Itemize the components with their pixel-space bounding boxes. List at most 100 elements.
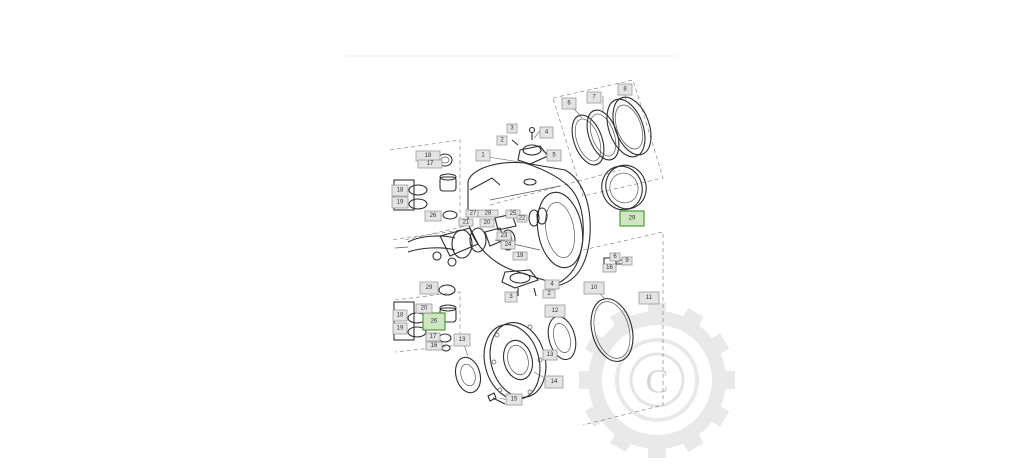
callout-number: 12: [552, 308, 559, 314]
callout-number: 2: [547, 291, 551, 297]
callout-number: 18: [425, 153, 432, 159]
callout-box: [583, 281, 605, 295]
callout-number: 11: [646, 295, 653, 301]
callout-box: [417, 159, 443, 169]
callout-box: [425, 332, 441, 342]
hub-flange: [483, 322, 547, 400]
part-callout-21: 21: [458, 218, 474, 227]
callout-box: [500, 240, 516, 250]
callout-number: 24: [505, 242, 512, 248]
callout-box: [506, 123, 518, 134]
universal-joint-shaft: [394, 227, 505, 267]
callout-box: [619, 210, 645, 227]
part-callout-29: 29: [419, 281, 439, 295]
part-callout-19: 19: [392, 322, 408, 335]
callout-box: [539, 126, 554, 139]
callout-number: 26: [431, 319, 438, 325]
hub-bolt: [487, 392, 506, 405]
part-callout-16: 16: [425, 341, 443, 351]
part-callout-3: 3: [506, 123, 518, 134]
callout-number: 9: [625, 258, 629, 264]
callout-box: [561, 97, 577, 110]
callout-number: 8: [623, 87, 627, 93]
callout-number: 23: [501, 233, 508, 239]
part-callout-7: 7: [586, 91, 602, 104]
callout-number: 27: [470, 211, 477, 217]
part-callout-16: 16: [602, 263, 617, 273]
part-callout-29: 29: [619, 210, 645, 227]
callout-box: [415, 303, 433, 314]
part-callout-8: 8: [617, 83, 633, 96]
callout-number: 16: [431, 343, 438, 349]
callout-number: 29: [629, 216, 636, 222]
callout-number: 10: [591, 285, 598, 291]
callout-number: 21: [463, 220, 470, 226]
callout-box: [479, 218, 495, 228]
callout-box: [496, 231, 512, 241]
callout-number: 28: [485, 211, 492, 217]
callout-box: [505, 393, 523, 406]
o-ring: [590, 298, 634, 362]
callout-number: 18: [397, 313, 404, 319]
callout-number: 7: [592, 95, 596, 101]
callout-number: 4: [550, 282, 554, 288]
callout-box: [602, 263, 617, 273]
callout-number: 26: [430, 213, 437, 219]
part-callout-13: 13: [453, 333, 471, 347]
callout-box: [512, 251, 528, 261]
callout-box: [638, 291, 660, 305]
callout-box: [505, 209, 521, 219]
callout-box: [458, 218, 474, 227]
part-callout-20: 20: [479, 218, 495, 228]
callout-box: [609, 252, 621, 262]
part-callout-10: 10: [583, 281, 605, 295]
part-callout-23: 23: [496, 231, 512, 241]
callout-box: [496, 135, 508, 146]
callout-box: [391, 196, 409, 209]
upper-bearing-stack: [408, 153, 458, 220]
callout-number: 2: [500, 138, 504, 144]
callout-number: 17: [427, 161, 434, 167]
callout-number: 17: [430, 334, 437, 340]
callout-box: [392, 309, 408, 322]
callout-box: [544, 279, 560, 290]
part-callout-4: 4: [544, 279, 560, 290]
watermark-letter: C: [646, 364, 669, 401]
part-callout-19: 19: [512, 251, 528, 261]
callout-box: [453, 333, 471, 347]
callout-number: 19: [397, 200, 404, 206]
callout-number: 29: [426, 285, 433, 291]
callout-box: [392, 322, 408, 335]
callout-number: 15: [511, 397, 518, 403]
part-callout-18: 18: [392, 309, 408, 322]
callout-box: [544, 304, 566, 318]
callout-box: [617, 83, 633, 96]
part-callout-5: 5: [546, 149, 562, 162]
upper-king-pin: [511, 126, 549, 165]
part-callout-26: 26: [422, 312, 446, 331]
callout-box: [424, 210, 442, 222]
callout-box: [546, 149, 562, 162]
part-callout-13: 13: [542, 349, 558, 361]
seal-ring-set: [571, 96, 652, 166]
part-callout-9: 9: [621, 256, 633, 266]
part-callout-26: 26: [424, 210, 442, 222]
watermark-gear-logo: C: [579, 302, 735, 458]
callout-box: [542, 289, 556, 299]
callout-box: [425, 341, 443, 351]
shaft-seal: [601, 164, 647, 211]
callout-number: 19: [517, 253, 524, 259]
part-callout-14: 14: [544, 375, 564, 389]
callout-box: [477, 209, 499, 218]
callout-number: 5: [552, 153, 556, 159]
callout-box: [422, 312, 446, 331]
part-callout-6: 6: [561, 97, 577, 110]
part-callout-1: 1: [475, 149, 491, 162]
dashed-frames: [389, 79, 664, 426]
part-callout-12: 12: [544, 304, 566, 318]
callout-number: 20: [421, 306, 428, 312]
callout-number: 1: [481, 153, 485, 159]
callout-box: [419, 281, 439, 295]
callout-box: [544, 375, 564, 389]
